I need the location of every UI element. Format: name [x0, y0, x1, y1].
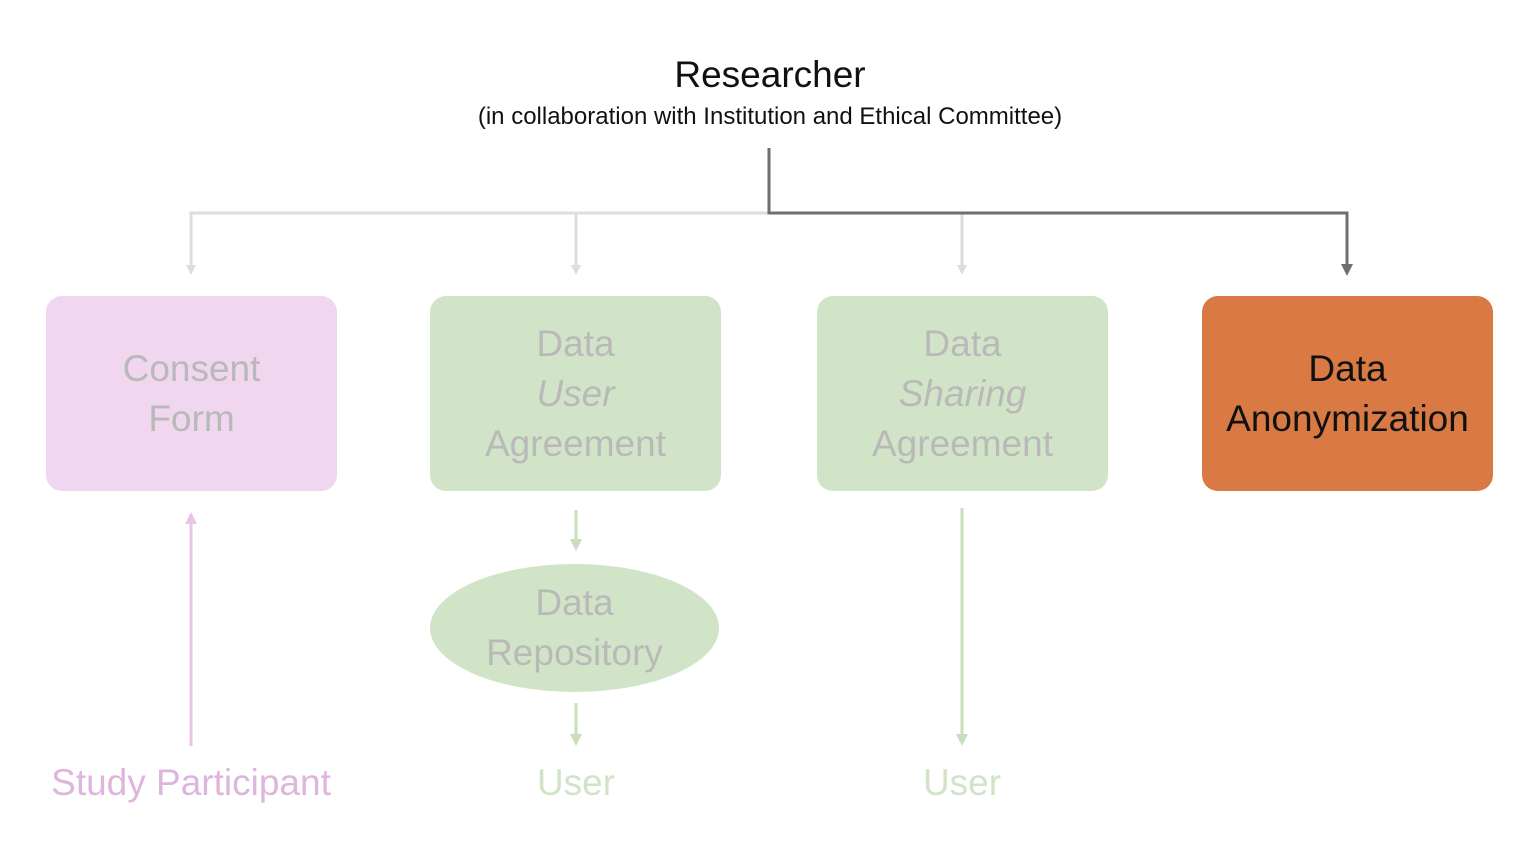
study-participant-label: Study Participant: [51, 762, 331, 803]
researcher-title: Researcher: [674, 54, 866, 95]
consent-form-line2: Form: [148, 397, 235, 439]
user-label-left: User: [536, 762, 616, 803]
data-anonymization-node: Data Anonymization: [1202, 296, 1493, 491]
data-anonymization-line1: Data: [1308, 347, 1387, 389]
user-label-right: User: [922, 762, 1002, 803]
data-sharing-agreement-line3: Agreement: [872, 422, 1053, 464]
data-sharing-agreement-node: Data Sharing Agreement: [817, 296, 1108, 491]
data-repository-node: Data Repository: [430, 564, 719, 692]
data-repository-line1: Data: [535, 582, 614, 623]
consent-form-line1: Consent: [122, 347, 261, 389]
data-anonymization-line2: Anonymization: [1226, 397, 1469, 439]
data-sharing-agreement-line1: Data: [923, 322, 1002, 364]
consent-form-node: Consent Form: [46, 296, 337, 491]
researcher-subtitle: (in collaboration with Institution and E…: [477, 103, 1063, 130]
data-repository-line2: Repository: [486, 632, 663, 673]
data-user-agreement-line2: User: [536, 372, 615, 414]
active-path: [767, 148, 1353, 276]
data-user-agreement-line1: Data: [536, 322, 615, 364]
data-sharing-agreement-line2: Sharing: [898, 372, 1027, 414]
data-user-agreement-line3: Agreement: [485, 422, 666, 464]
branch-line-left: [186, 211, 769, 275]
data-user-agreement-node: Data User Agreement: [430, 296, 721, 491]
